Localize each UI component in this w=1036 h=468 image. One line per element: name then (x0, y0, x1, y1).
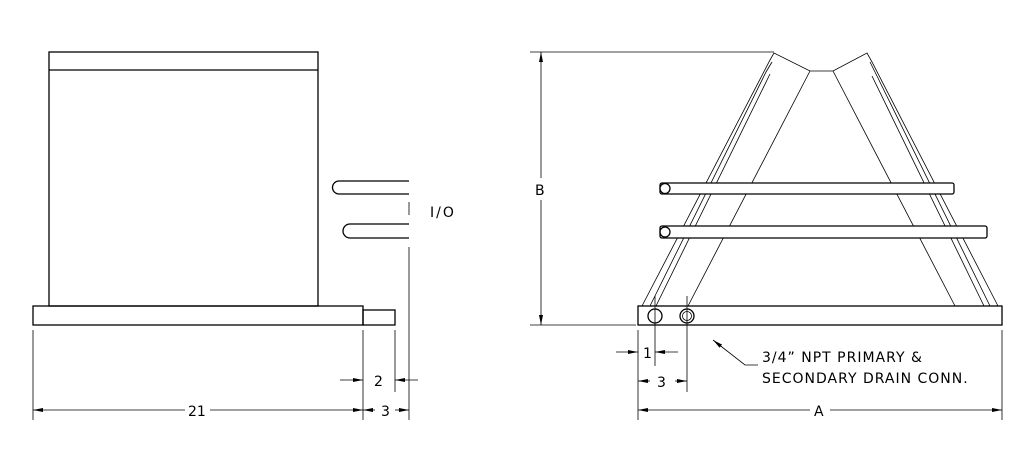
pipe-upper (659, 182, 955, 195)
dim-a-label: A (814, 404, 824, 420)
front-view: B 1 3 A 3/4” NPT PRIMARY & SECONDARY DRA… (530, 51, 1003, 420)
dim-21-label: 21 (188, 404, 206, 420)
pipe-upper (331, 180, 409, 195)
io-label: I/O (430, 205, 456, 221)
base (32, 305, 364, 326)
pipe-lower (342, 223, 409, 239)
drain-note-line2: SECONDARY DRAIN CONN. (762, 371, 969, 387)
drain-box (362, 309, 396, 326)
pipe-lower-end (659, 226, 671, 238)
coil-outer (641, 52, 999, 307)
dim-2-label: 2 (374, 374, 383, 390)
dim-3-label: 3 (657, 375, 666, 391)
dim-3-label: 3 (381, 404, 390, 420)
dim-b-label: B (535, 183, 545, 199)
drain-pan (637, 305, 1003, 326)
pipe-lower (659, 225, 988, 239)
cabinet (48, 51, 319, 307)
pipe-upper-end (659, 182, 671, 195)
drain-note-line1: 3/4” NPT PRIMARY & (762, 350, 923, 366)
side-view: I/O 2 3 21 (32, 51, 456, 420)
dim-1-label: 1 (643, 346, 652, 362)
drain-leader (712, 339, 758, 366)
